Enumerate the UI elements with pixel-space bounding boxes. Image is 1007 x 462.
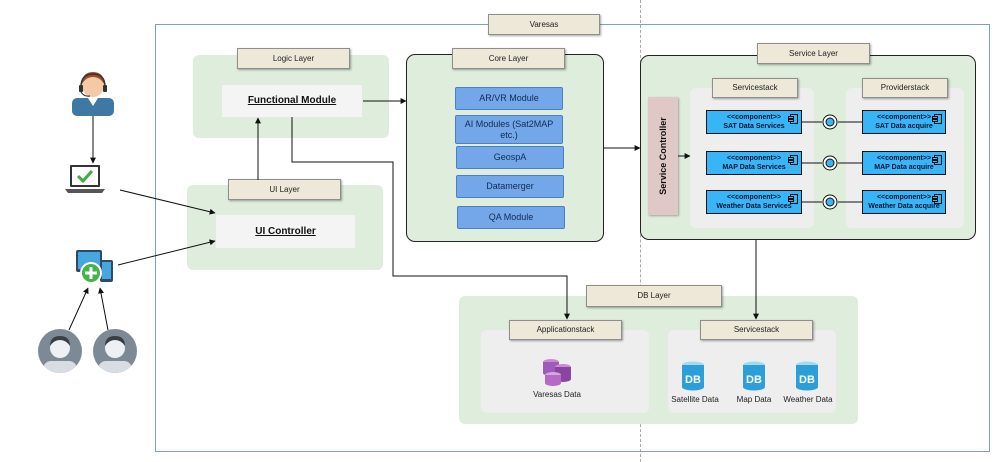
functional-module[interactable]: Functional Module	[222, 85, 362, 117]
component-weather-data-services[interactable]: <<component>> Weather Data Services	[706, 190, 802, 214]
providerstack-label: Providerstack	[862, 78, 948, 98]
component-stereotype: <<component>>	[726, 155, 782, 162]
component-name: MAP Data Services	[722, 164, 786, 171]
component-sat-data-services[interactable]: <<component>> SAT Data Services	[706, 110, 802, 134]
ui-layer-label: UI Layer	[228, 179, 341, 200]
satellite-data-label: Satellite Data	[671, 395, 719, 404]
varesas-data-label: Varesas Data	[533, 390, 581, 399]
weather-db-icon: DB	[796, 361, 818, 391]
component-name: Weather Data acquire	[868, 203, 940, 210]
functional-module-label: Functional Module	[247, 95, 337, 106]
component-map-data-services[interactable]: <<component>> MAP Data Services	[706, 151, 802, 175]
weather-data-label: Weather Data	[783, 395, 833, 404]
map-db-icon: DB	[743, 361, 765, 391]
applicationstack-label: Applicationstack	[509, 320, 622, 340]
core-module-qa[interactable]: QA Module	[457, 206, 565, 229]
logic-layer-label: Logic Layer	[237, 48, 350, 69]
system-title: Varesas	[488, 14, 600, 35]
component-stereotype: <<component>>	[876, 194, 932, 201]
component-name: SAT Data Services	[723, 123, 785, 130]
laptop-check-icon	[65, 165, 105, 193]
svg-text:DB: DB	[685, 374, 701, 386]
core-module-arvr[interactable]: AR/VR Module	[455, 87, 563, 110]
service-controller-label: Service Controller	[658, 117, 668, 195]
map-data-label: Map Data	[736, 395, 772, 404]
component-stereotype: <<component>>	[876, 155, 932, 162]
support-agent-icon	[72, 72, 114, 116]
component-weather-data-acquire[interactable]: <<component>> Weather Data acquire	[862, 190, 946, 214]
component-icon	[788, 114, 798, 124]
component-icon	[788, 155, 798, 165]
ui-controller-label: UI Controller	[255, 226, 316, 237]
servicestack-label: Servicestack	[712, 78, 798, 98]
satellite-db-icon: DB	[682, 361, 704, 391]
component-icon	[932, 194, 942, 204]
core-layer-label: Core Layer	[452, 48, 565, 69]
component-map-data-acquire[interactable]: <<component>> MAP Data acquire	[862, 151, 946, 175]
database-cluster-icon	[543, 359, 571, 386]
component-icon	[932, 114, 942, 124]
core-module-geospa[interactable]: GeospA	[456, 146, 564, 169]
db-servicestack-label: Servicestack	[700, 320, 813, 340]
component-stereotype: <<component>>	[876, 114, 932, 121]
component-name: MAP Data acquire	[874, 164, 934, 171]
user-avatar-icon	[38, 329, 82, 373]
service-layer-label: Service Layer	[757, 43, 870, 64]
component-name: SAT Data acquire	[875, 123, 933, 130]
component-icon	[932, 155, 942, 165]
component-name: Weather Data Services	[716, 203, 792, 210]
db-layer-label: DB Layer	[586, 285, 722, 307]
component-sat-data-acquire[interactable]: <<component>> SAT Data acquire	[862, 110, 946, 134]
component-stereotype: <<component>>	[726, 194, 782, 201]
component-stereotype: <<component>>	[726, 114, 782, 121]
core-module-ai[interactable]: AI Modules (Sat2MAP etc.)	[455, 115, 563, 144]
ui-controller[interactable]: UI Controller	[216, 215, 355, 248]
service-controller[interactable]: Service Controller	[648, 97, 678, 215]
core-module-datamerger[interactable]: Datamerger	[456, 175, 564, 198]
svg-text:DB: DB	[746, 374, 762, 386]
user-avatar-icon	[93, 329, 137, 373]
svg-text:DB: DB	[799, 374, 815, 386]
devices-add-icon	[76, 250, 113, 284]
component-icon	[788, 194, 798, 204]
